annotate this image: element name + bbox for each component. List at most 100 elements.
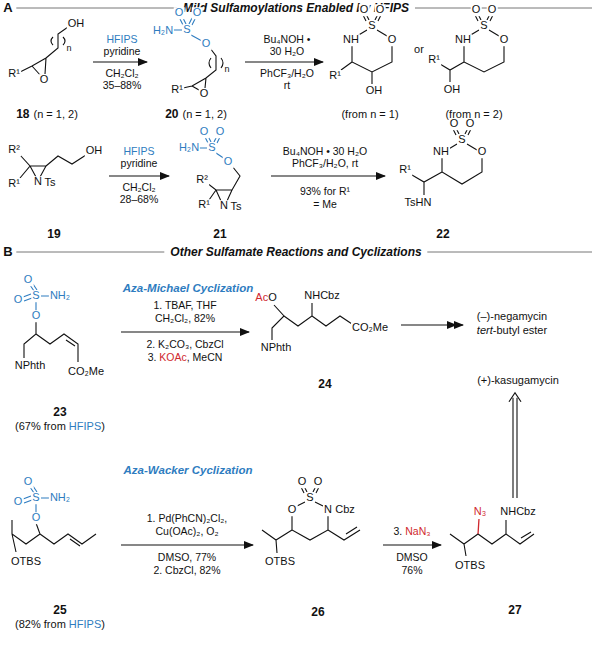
panel-letter: A [0,1,17,15]
reagent-text: PhCF₃/H₂O [259,68,315,79]
atom-label: OTBS [454,560,486,572]
reagent-text: 76% [400,565,423,576]
bond [440,14,504,82]
compound-box: 20 (n = 1, 2) [150,4,242,124]
compound-number: 23 [53,405,66,420]
reagent-text: HFIPS [123,146,156,157]
compound-box: 21 [172,122,268,244]
atom-label: NH [432,146,450,158]
atom-label: O [23,476,34,488]
atom-label: AcO [254,292,277,304]
atom-label: R² [195,174,209,186]
panel-letter: B [0,245,17,259]
azide-bond [478,519,479,534]
reagent-text: Cu(OAc)₂, O₂ [155,526,220,537]
atom-label: O [192,7,203,19]
reagent-text: CH₂Cl₂ [104,68,139,79]
bond [12,520,96,552]
compound-23 [23,284,78,362]
compound-number: 22 [436,227,449,242]
atom-label: S [367,20,376,32]
compound-19 [20,155,86,178]
atom-label: or [413,44,425,56]
compound-number: 19 [47,227,60,242]
reagent-text: CH₂Cl₂, 82% [154,313,216,324]
reaction-type: Aza-Wacker Cyclization [123,464,254,476]
reaction-arrow [245,62,323,63]
arrow-line [271,175,385,176]
compound-note: (from n = 1) [341,108,398,122]
reagent-text: pyridine [103,46,142,57]
reagent-text: 1. TBAF, THF [152,300,217,311]
reagent-text: 3. KOAc, MeCN [147,352,224,363]
atom-label: NPhth [14,360,47,372]
atom-label: NHCbz [303,290,340,302]
compound-26 [262,486,360,553]
atom-label: CO₂Me [351,322,389,334]
atom-label: S [207,142,216,154]
compound-box: 22 [388,116,498,244]
atom-label: S [457,134,466,146]
compound-note: (82% from HFIPS) [15,618,105,632]
atom-label: OH [443,84,462,96]
atom-label: O [471,4,482,16]
bond [20,155,86,178]
atom-label: O [499,34,510,46]
reagent-text: 1. Pd(PhCN)₂Cl₂, [146,513,229,524]
bond [24,321,78,362]
arrow-line [401,324,463,325]
reaction-arrow [271,176,385,177]
atom-label: O [297,476,308,488]
reagent-text: HFIPS [106,34,139,45]
arrow-shaft [516,398,517,498]
atom-label: N [323,504,333,516]
reagent-text: Bu₄NOH • [262,34,311,45]
compound-note: (+)-kasugamycin [477,374,559,388]
atom-label: O [31,512,42,524]
arrow-line [121,544,253,545]
bond [450,520,534,556]
atom-label: O [449,118,460,130]
reagent-text: Bu₄NOH • 30 H₂O [282,146,368,157]
reagent-text: DMSO [395,552,429,563]
bond [412,128,482,195]
compound-number: 27 [508,603,521,618]
reagent-text: PhCF₃/H₂O, rt [291,158,359,169]
reagent-text: 28–68% [119,194,160,205]
reaction-arrow [93,62,147,63]
atom-label: O [387,34,398,46]
compound-number: 20 [165,107,178,122]
bond [23,486,50,513]
atom-label: NH [454,34,472,46]
reaction-arrow [121,332,249,333]
section-rule [0,8,592,252]
atom-label: O [39,74,50,86]
compound-note: (n = 1, 2) [183,108,227,122]
reaction-type: Aza-Michael Cyclization [122,282,254,294]
atom-label: R¹ [7,178,21,190]
reagent-text: 2. CbzCl, 82% [152,565,221,576]
atom-label: S [305,492,314,504]
compound-number: 24 [318,377,331,392]
atom-label: O [31,310,42,322]
reagent-text: 3. NaN₃ [393,526,432,537]
reagent-text: 2. K₂CO₃, CbzCl [145,339,224,350]
arrow-line [245,61,323,62]
atom-label: NHCbz [499,506,536,518]
atom-label: OH [85,145,104,157]
compound-25 [12,486,96,552]
compound-number: 18 [16,107,29,122]
bond [20,27,68,76]
atom-label: OTBS [10,556,42,568]
atom-label: O [359,4,370,16]
atom-label: O [23,274,34,286]
target-name-box: (+)-kasugamycin [468,372,568,390]
bond [207,166,240,201]
atom-label: CO₂Me [67,366,105,378]
reaction-arrow [383,545,441,546]
atom-label: S [182,24,191,36]
compound-number: 21 [213,227,226,242]
atom-label: O [477,146,488,158]
compound-note: (n = 1, 2) [34,108,78,122]
